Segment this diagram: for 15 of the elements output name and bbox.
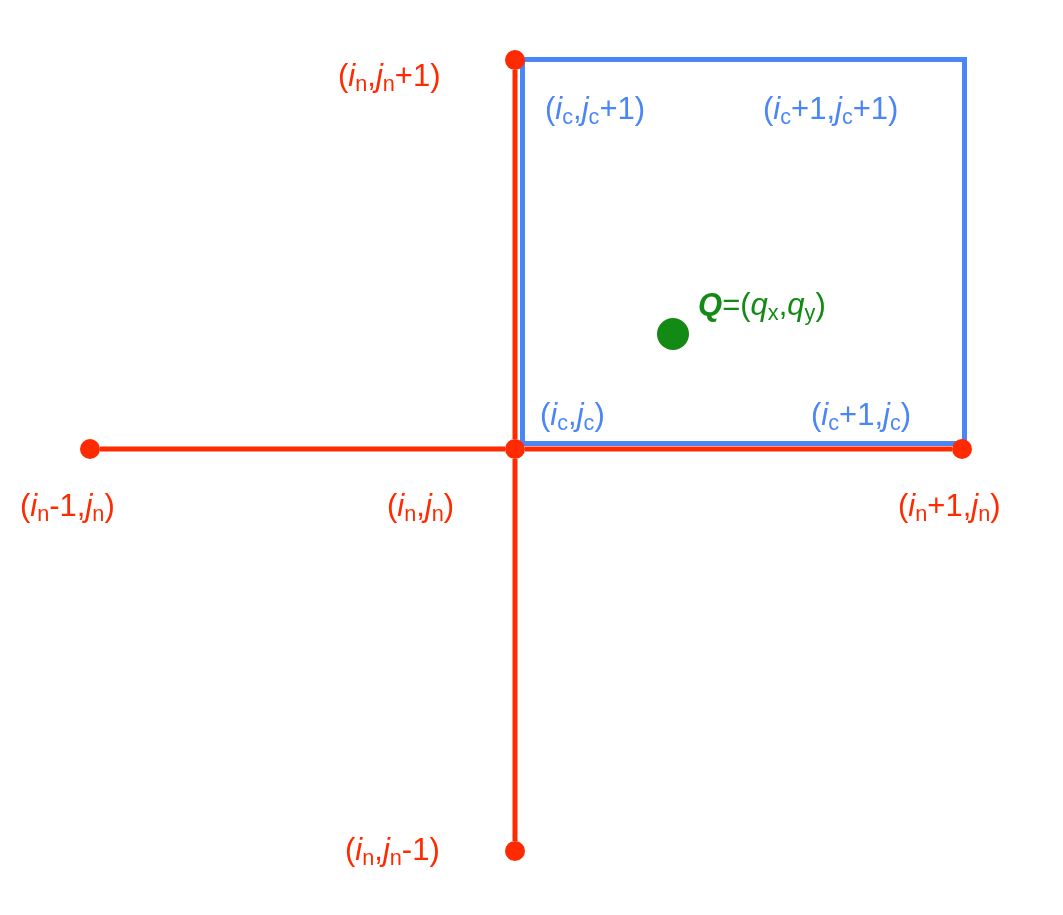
point-label: (i$_{n}$,j$_{n}$): [387, 488, 455, 524]
grid-line: [512, 459, 518, 841]
corner-label: (i$_{c}$,j$_{c}$): [540, 397, 605, 433]
corner-label: (i$_{c}$+1,j$_{c}$+1): [763, 91, 899, 127]
grid-line: [525, 446, 952, 452]
corner-label: (i$_{c}$,j$_{c}$+1): [545, 91, 646, 127]
point-label: (i$_{n}$,j$_{n}$+1): [338, 58, 441, 94]
point-label: (i$_{n}$-1,j$_{n}$): [20, 488, 115, 524]
grid-line: [100, 446, 505, 452]
grid-cell-box: [520, 57, 967, 446]
corner-label: (i$_{c}$+1,j$_{c}$): [811, 397, 912, 433]
grid-line: [512, 70, 518, 439]
point-label: (i$_{n}$+1,j$_{n}$): [898, 488, 1001, 524]
point-label: (i$_{n}$,j$_{n}$-1): [345, 832, 440, 868]
point-label: Q=(q$_{x}$,q$_{y}$): [698, 287, 826, 323]
